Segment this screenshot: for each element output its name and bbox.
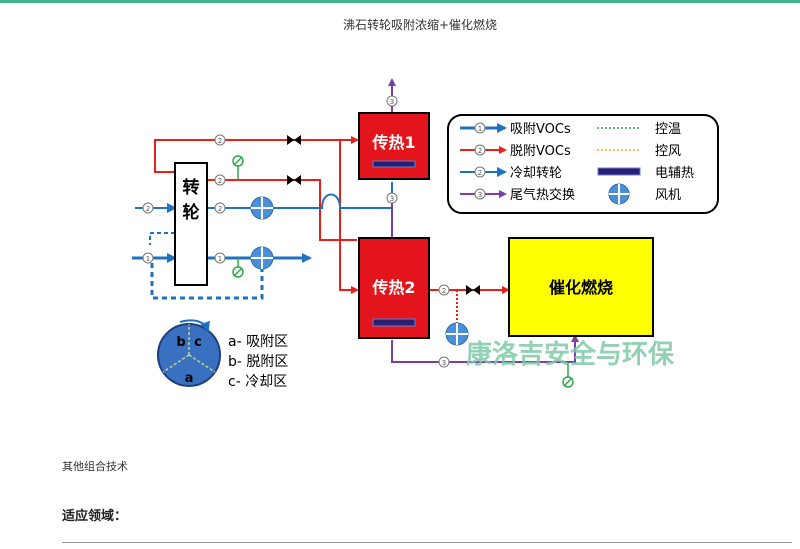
valve-icon (466, 285, 480, 295)
stream-badge: 3 (386, 192, 398, 204)
rotor-zone-disk: b c a (157, 319, 221, 387)
svg-text:2: 2 (218, 137, 222, 145)
stream-badge: 3 (386, 95, 398, 107)
damper-icon (232, 155, 244, 180)
legend-item: 电辅热 (655, 166, 694, 181)
svg-text:3: 3 (478, 191, 482, 199)
electric-heater-1 (372, 160, 416, 168)
stream-badge: 3 (438, 356, 450, 368)
rotor-wheel (174, 162, 208, 286)
zone-letter-a: a (185, 371, 194, 386)
legend: 1 吸附VOCs 2 脱附VOCs 2 冷却转轮 3 尾气热交换 控温 控风 电… (447, 114, 719, 214)
top-accent-bar (0, 0, 800, 3)
damper-icon (562, 362, 574, 388)
watermark-text: 康洛吉安全与环保 (466, 339, 675, 370)
zone-label-c: c- 冷却区 (228, 374, 287, 390)
stream-badge: 2 (214, 134, 226, 146)
fan-icon (445, 322, 469, 346)
svg-text:1: 1 (478, 125, 482, 133)
svg-text:3: 3 (390, 195, 394, 203)
legend-item: 风机 (655, 188, 681, 203)
stream-badge: 1 (214, 252, 226, 264)
zone-letter-b: b (176, 335, 185, 350)
svg-text:1: 1 (146, 255, 150, 263)
divider (62, 542, 792, 543)
rotor-label-1: 转 (183, 177, 200, 198)
svg-text:2: 2 (218, 177, 222, 185)
zone-label-a: a- 吸附区 (228, 334, 288, 350)
svg-text:2: 2 (442, 287, 446, 295)
stream-badge: 2 (214, 174, 226, 186)
legend-item: 控温 (655, 122, 681, 137)
stream-badge: 2 (214, 202, 226, 214)
svg-text:3: 3 (442, 359, 446, 367)
legend-item: 控风 (655, 144, 681, 159)
svg-text:2: 2 (478, 169, 482, 177)
damper-icon (232, 258, 244, 278)
zone-letter-c: c (194, 335, 202, 350)
application-field-heading: 适应领域： (62, 509, 128, 524)
electric-heater-2 (372, 318, 416, 327)
legend-item: 冷却转轮 (510, 166, 562, 181)
zone-label-b: b- 脱附区 (228, 354, 288, 370)
diagram-caption: 沸石转轮吸附浓缩+催化燃烧 (342, 18, 498, 32)
valve-icon (287, 135, 301, 145)
legend-item: 脱附VOCs (510, 144, 571, 159)
stream-badge: 2 (142, 202, 154, 214)
svg-text:2: 2 (218, 205, 222, 213)
svg-text:2: 2 (146, 205, 150, 213)
fan-icon (250, 246, 274, 270)
heat-exchanger-1 (358, 112, 430, 180)
svg-text:1: 1 (218, 255, 222, 263)
catalytic-combustion-unit (508, 237, 654, 337)
other-tech-label: 其他组合技术 (62, 460, 128, 473)
rotor-label-2: 轮 (183, 202, 200, 223)
heat-exchanger-2-label: 传热2 (371, 278, 415, 297)
fan-icon (250, 196, 274, 220)
svg-text:3: 3 (390, 98, 394, 106)
legend-item: 尾气热交换 (510, 187, 575, 203)
legend-item: 吸附VOCs (510, 122, 571, 137)
fan-icon (608, 183, 630, 205)
valve-icon (287, 175, 301, 185)
heat-exchanger-1-label: 传热1 (371, 133, 415, 152)
stream-badge: 2 (438, 284, 450, 296)
svg-text:2: 2 (478, 147, 482, 155)
catalytic-combustion-label: 催化燃烧 (549, 278, 613, 297)
stream-badge: 1 (142, 252, 154, 264)
